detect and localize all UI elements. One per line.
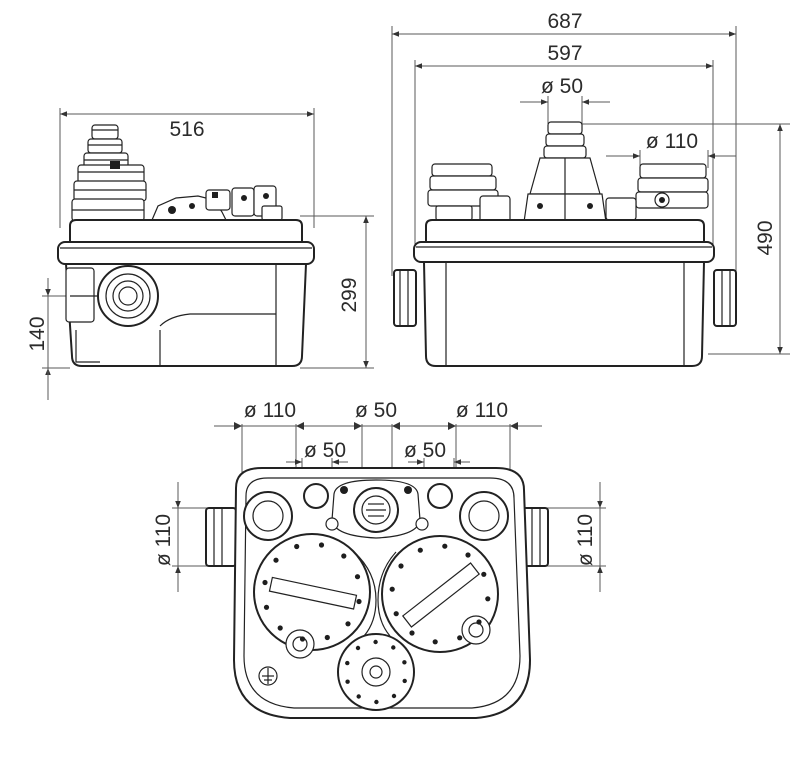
side-height-dimension: 299 bbox=[300, 215, 374, 369]
rivet bbox=[262, 579, 268, 586]
top-view: ø 110 ø 50 ø 110 ø 50 ø 50 ø 110 bbox=[152, 399, 606, 719]
front-view: 687 597 ø 50 ø 110 bbox=[391, 10, 790, 367]
rivet bbox=[485, 596, 491, 602]
top-left-small-inlet-label: ø 50 bbox=[304, 439, 346, 462]
front-body-width-label: 597 bbox=[547, 42, 582, 65]
rivet bbox=[263, 604, 270, 610]
side-width-dimension: 516 bbox=[59, 108, 315, 228]
top-left-inlet-label: ø 110 bbox=[244, 399, 296, 422]
rivet bbox=[355, 645, 361, 651]
top-row1-dimensions: ø 110 ø 50 ø 110 bbox=[214, 399, 542, 504]
front-height-dimension: 490 bbox=[576, 123, 790, 355]
rivet bbox=[299, 636, 306, 642]
front-top-inlet-label: ø 110 bbox=[646, 130, 698, 153]
rivet bbox=[277, 625, 283, 631]
rivet bbox=[457, 635, 463, 641]
top-view-body bbox=[205, 467, 549, 719]
rivet bbox=[354, 574, 361, 580]
rivet bbox=[442, 543, 448, 549]
top-left-side-inlet-label: ø 110 bbox=[152, 514, 175, 566]
front-overall-width-label: 687 bbox=[547, 10, 582, 33]
side-width-label: 516 bbox=[169, 118, 204, 141]
rivet bbox=[409, 630, 415, 636]
front-view-body bbox=[393, 121, 737, 367]
rivet bbox=[476, 619, 482, 625]
rivet bbox=[402, 660, 407, 665]
front-top-outlet-dimension: ø 50 bbox=[520, 75, 610, 124]
rivet bbox=[324, 634, 330, 641]
top-right-small-inlet-label: ø 50 bbox=[404, 439, 446, 462]
top-right-side-inlet-dimension: ø 110 bbox=[546, 482, 606, 592]
rivet bbox=[356, 694, 361, 699]
rivet bbox=[341, 553, 347, 559]
rivet bbox=[402, 678, 407, 684]
side-view: 516 299 140 bbox=[26, 108, 374, 400]
rivet bbox=[318, 542, 325, 548]
rivet bbox=[273, 557, 279, 563]
front-top-inlet-dimension: ø 110 bbox=[606, 130, 736, 168]
side-view-body bbox=[57, 124, 315, 367]
top-center-outlet-label: ø 50 bbox=[355, 399, 397, 422]
side-height-label: 299 bbox=[338, 277, 361, 312]
front-height-label: 490 bbox=[754, 220, 777, 255]
rivet bbox=[391, 693, 397, 699]
rivet bbox=[393, 611, 399, 617]
rivet bbox=[356, 598, 362, 605]
side-inlet-height-label: 140 bbox=[26, 316, 49, 351]
rivet bbox=[345, 621, 351, 627]
rivet bbox=[345, 660, 350, 666]
rivet bbox=[389, 586, 395, 592]
front-overall-width-dimension: 687 bbox=[391, 10, 737, 276]
top-right-side-inlet-label: ø 110 bbox=[574, 514, 597, 566]
rivet bbox=[465, 552, 471, 558]
top-right-inlet-label: ø 110 bbox=[456, 399, 508, 422]
rivet bbox=[481, 571, 487, 577]
rivet bbox=[374, 699, 379, 705]
rivet bbox=[294, 543, 300, 550]
top-view-rivets bbox=[262, 542, 491, 705]
rivet bbox=[391, 645, 396, 650]
rivet bbox=[345, 679, 350, 684]
rivet bbox=[398, 563, 404, 569]
top-left-side-inlet-dimension: ø 110 bbox=[152, 482, 208, 592]
rivet bbox=[417, 547, 423, 553]
front-top-outlet-label: ø 50 bbox=[541, 75, 583, 98]
rivet bbox=[373, 639, 378, 645]
rivet bbox=[432, 639, 438, 645]
